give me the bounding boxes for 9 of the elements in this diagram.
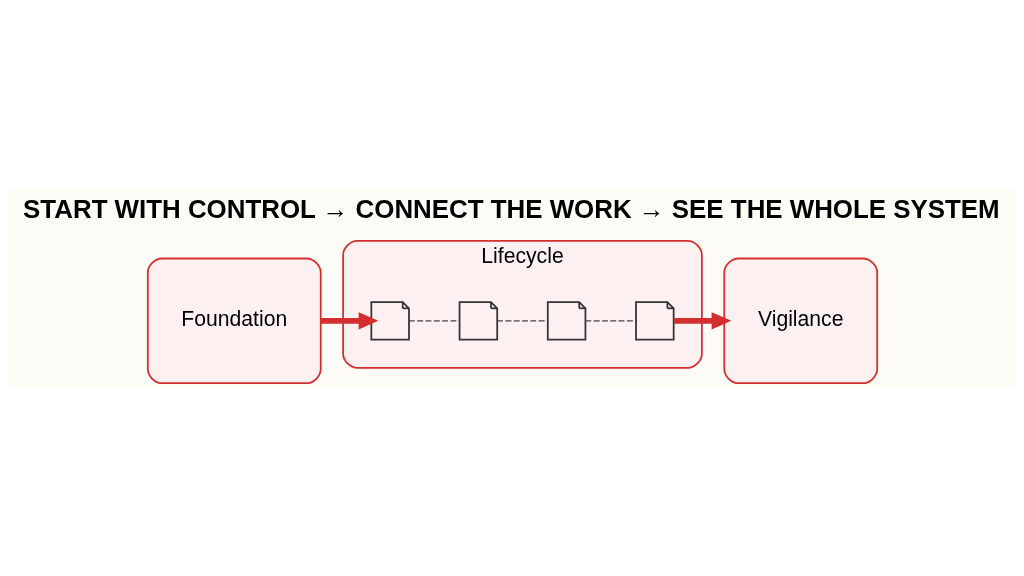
arrow bbox=[320, 311, 378, 329]
connector bbox=[496, 319, 548, 321]
cluster: Lifecycle bbox=[341, 239, 703, 369]
node-box: Vigilance bbox=[722, 257, 878, 384]
connector bbox=[584, 319, 636, 321]
node-box: Foundation bbox=[146, 257, 322, 384]
connector bbox=[408, 319, 460, 321]
diagram-title: START WITH CONTROL → CONNECT THE WORK → SEE THE WHOLE SYSTEM bbox=[22, 194, 1000, 223]
arrow bbox=[673, 311, 731, 329]
